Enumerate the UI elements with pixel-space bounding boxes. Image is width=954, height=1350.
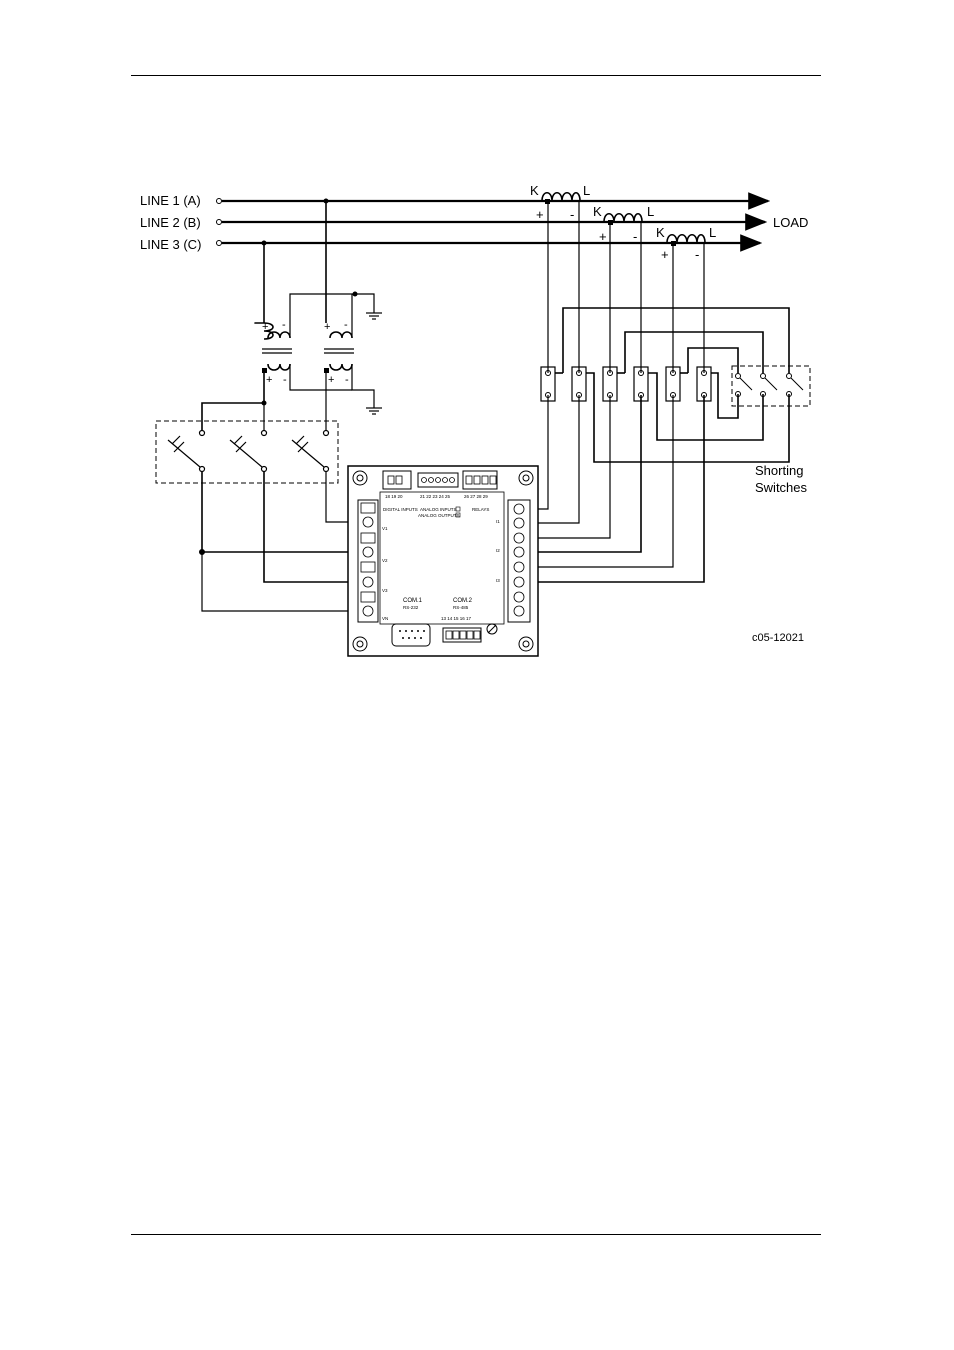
potential-transformers: + - + - + - + - [202, 199, 382, 431]
v1-label: V1 [382, 526, 388, 531]
com1-title: COM.1 [403, 598, 423, 604]
com1-subtitle: RS-232 [403, 605, 419, 610]
terminal-numbers-b: 21 22 23 24 25 [420, 494, 451, 499]
analog-outputs-label: ANALOG OUTPUTS [418, 513, 460, 518]
terminal-numbers-a: 18 19 20 [385, 494, 403, 499]
pt2-plus: + [324, 321, 330, 333]
pt1-sec-minus: - [283, 374, 287, 386]
pt1-plus: + [262, 321, 268, 333]
ct-c-minus-label: - [695, 247, 699, 262]
ct-a-minus-label: - [570, 207, 574, 222]
pt2-minus: - [344, 319, 348, 331]
i3-label: I3 [496, 578, 500, 583]
line-3-label: LINE 3 (C) [140, 237, 201, 252]
line-1-label: LINE 1 (A) [140, 193, 201, 208]
vn-label: VN [382, 616, 388, 621]
ct-phase-a: K L + - [530, 183, 590, 222]
pt1-sec-plus: + [266, 374, 272, 386]
com2-title: COM.2 [453, 598, 473, 604]
relays-label: RELAYS [472, 507, 489, 512]
com2-numbers: 13 14 15 16 17 [441, 616, 472, 621]
com2-subtitle: RS-485 [453, 605, 469, 610]
pt2-sec-plus: + [328, 374, 334, 386]
ct-c-k-label: K [656, 225, 665, 240]
voltage-switch-box [156, 421, 338, 483]
line-conductors [217, 199, 769, 246]
i1-label: I1 [496, 519, 500, 524]
load-label: LOAD [773, 215, 808, 230]
ct-phase-b: K L + - [593, 204, 654, 244]
voltage-leads [200, 472, 369, 611]
shorting-label-2: Switches [755, 480, 808, 495]
ct-a-l-label: L [583, 183, 590, 198]
digital-inputs-label: DIGITAL INPUTS [383, 507, 418, 512]
shorting-label-1: Shorting [755, 463, 803, 478]
ct-b-l-label: L [647, 204, 654, 219]
v3-label: V3 [382, 588, 388, 593]
figure-code: c05-12021 [752, 632, 804, 644]
ct-b-k-label: K [593, 204, 602, 219]
line-2-label: LINE 2 (B) [140, 215, 201, 230]
i2-label: I2 [496, 548, 500, 553]
ct-b-minus-label: - [633, 229, 637, 244]
pt1-minus: - [282, 319, 286, 331]
analog-inputs-label: ANALOG INPUTS [420, 507, 457, 512]
ct-a-plus-label: + [536, 207, 544, 222]
ct-c-l-label: L [709, 225, 716, 240]
current-leads [520, 395, 704, 582]
ct-a-k-label: K [530, 183, 539, 198]
pt2-sec-minus: - [345, 374, 349, 386]
ct-b-plus-label: + [599, 229, 607, 244]
terminal-numbers-c: 26 27 28 29 [464, 494, 488, 499]
ct-c-plus-label: + [661, 247, 669, 262]
meter-device: 18 19 20 21 22 23 24 25 26 27 28 29 DIGI… [348, 466, 538, 656]
ct-terminal-blocks [541, 201, 810, 462]
v2-label: V2 [382, 558, 388, 563]
